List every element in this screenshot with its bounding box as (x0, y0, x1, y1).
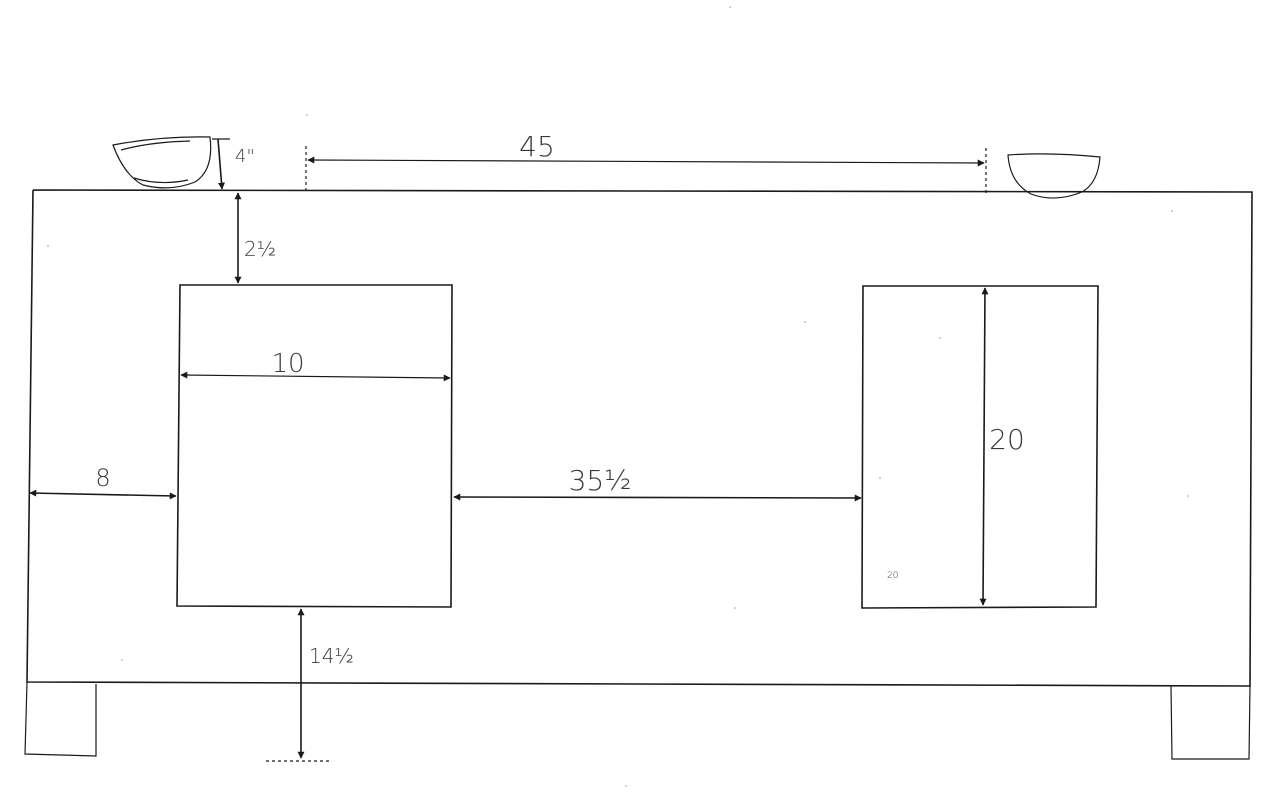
between-windows-label: 35½ (569, 464, 632, 497)
window-height-label: 20 (989, 423, 1025, 456)
window-small-note: 20 (887, 571, 898, 581)
side-offset-label: 8 (95, 464, 110, 492)
top-offset-label: 2½ (244, 237, 276, 261)
basin-depth-arrow (217, 138, 225, 190)
basin-depth-label: 4" (235, 146, 255, 167)
scan-specks (47, 6, 1189, 787)
basin-spacing-arrow (307, 156, 985, 167)
left-window (176, 284, 453, 608)
floor-offset-label: 14½ (309, 644, 354, 668)
left-basin-icon (112, 136, 212, 189)
side-offset-arrow (29, 489, 177, 500)
cabinet-outline (26, 189, 1253, 687)
right-basin-icon (1007, 153, 1101, 199)
window-height-arrow (979, 287, 989, 606)
window-width-arrow (180, 371, 451, 382)
window-width-label: 10 (271, 349, 304, 379)
between-windows-arrow (453, 493, 862, 502)
right-leg (1170, 685, 1251, 760)
right-window (861, 285, 1099, 609)
left-leg (24, 681, 97, 757)
basin-spacing-label: 45 (519, 130, 555, 163)
